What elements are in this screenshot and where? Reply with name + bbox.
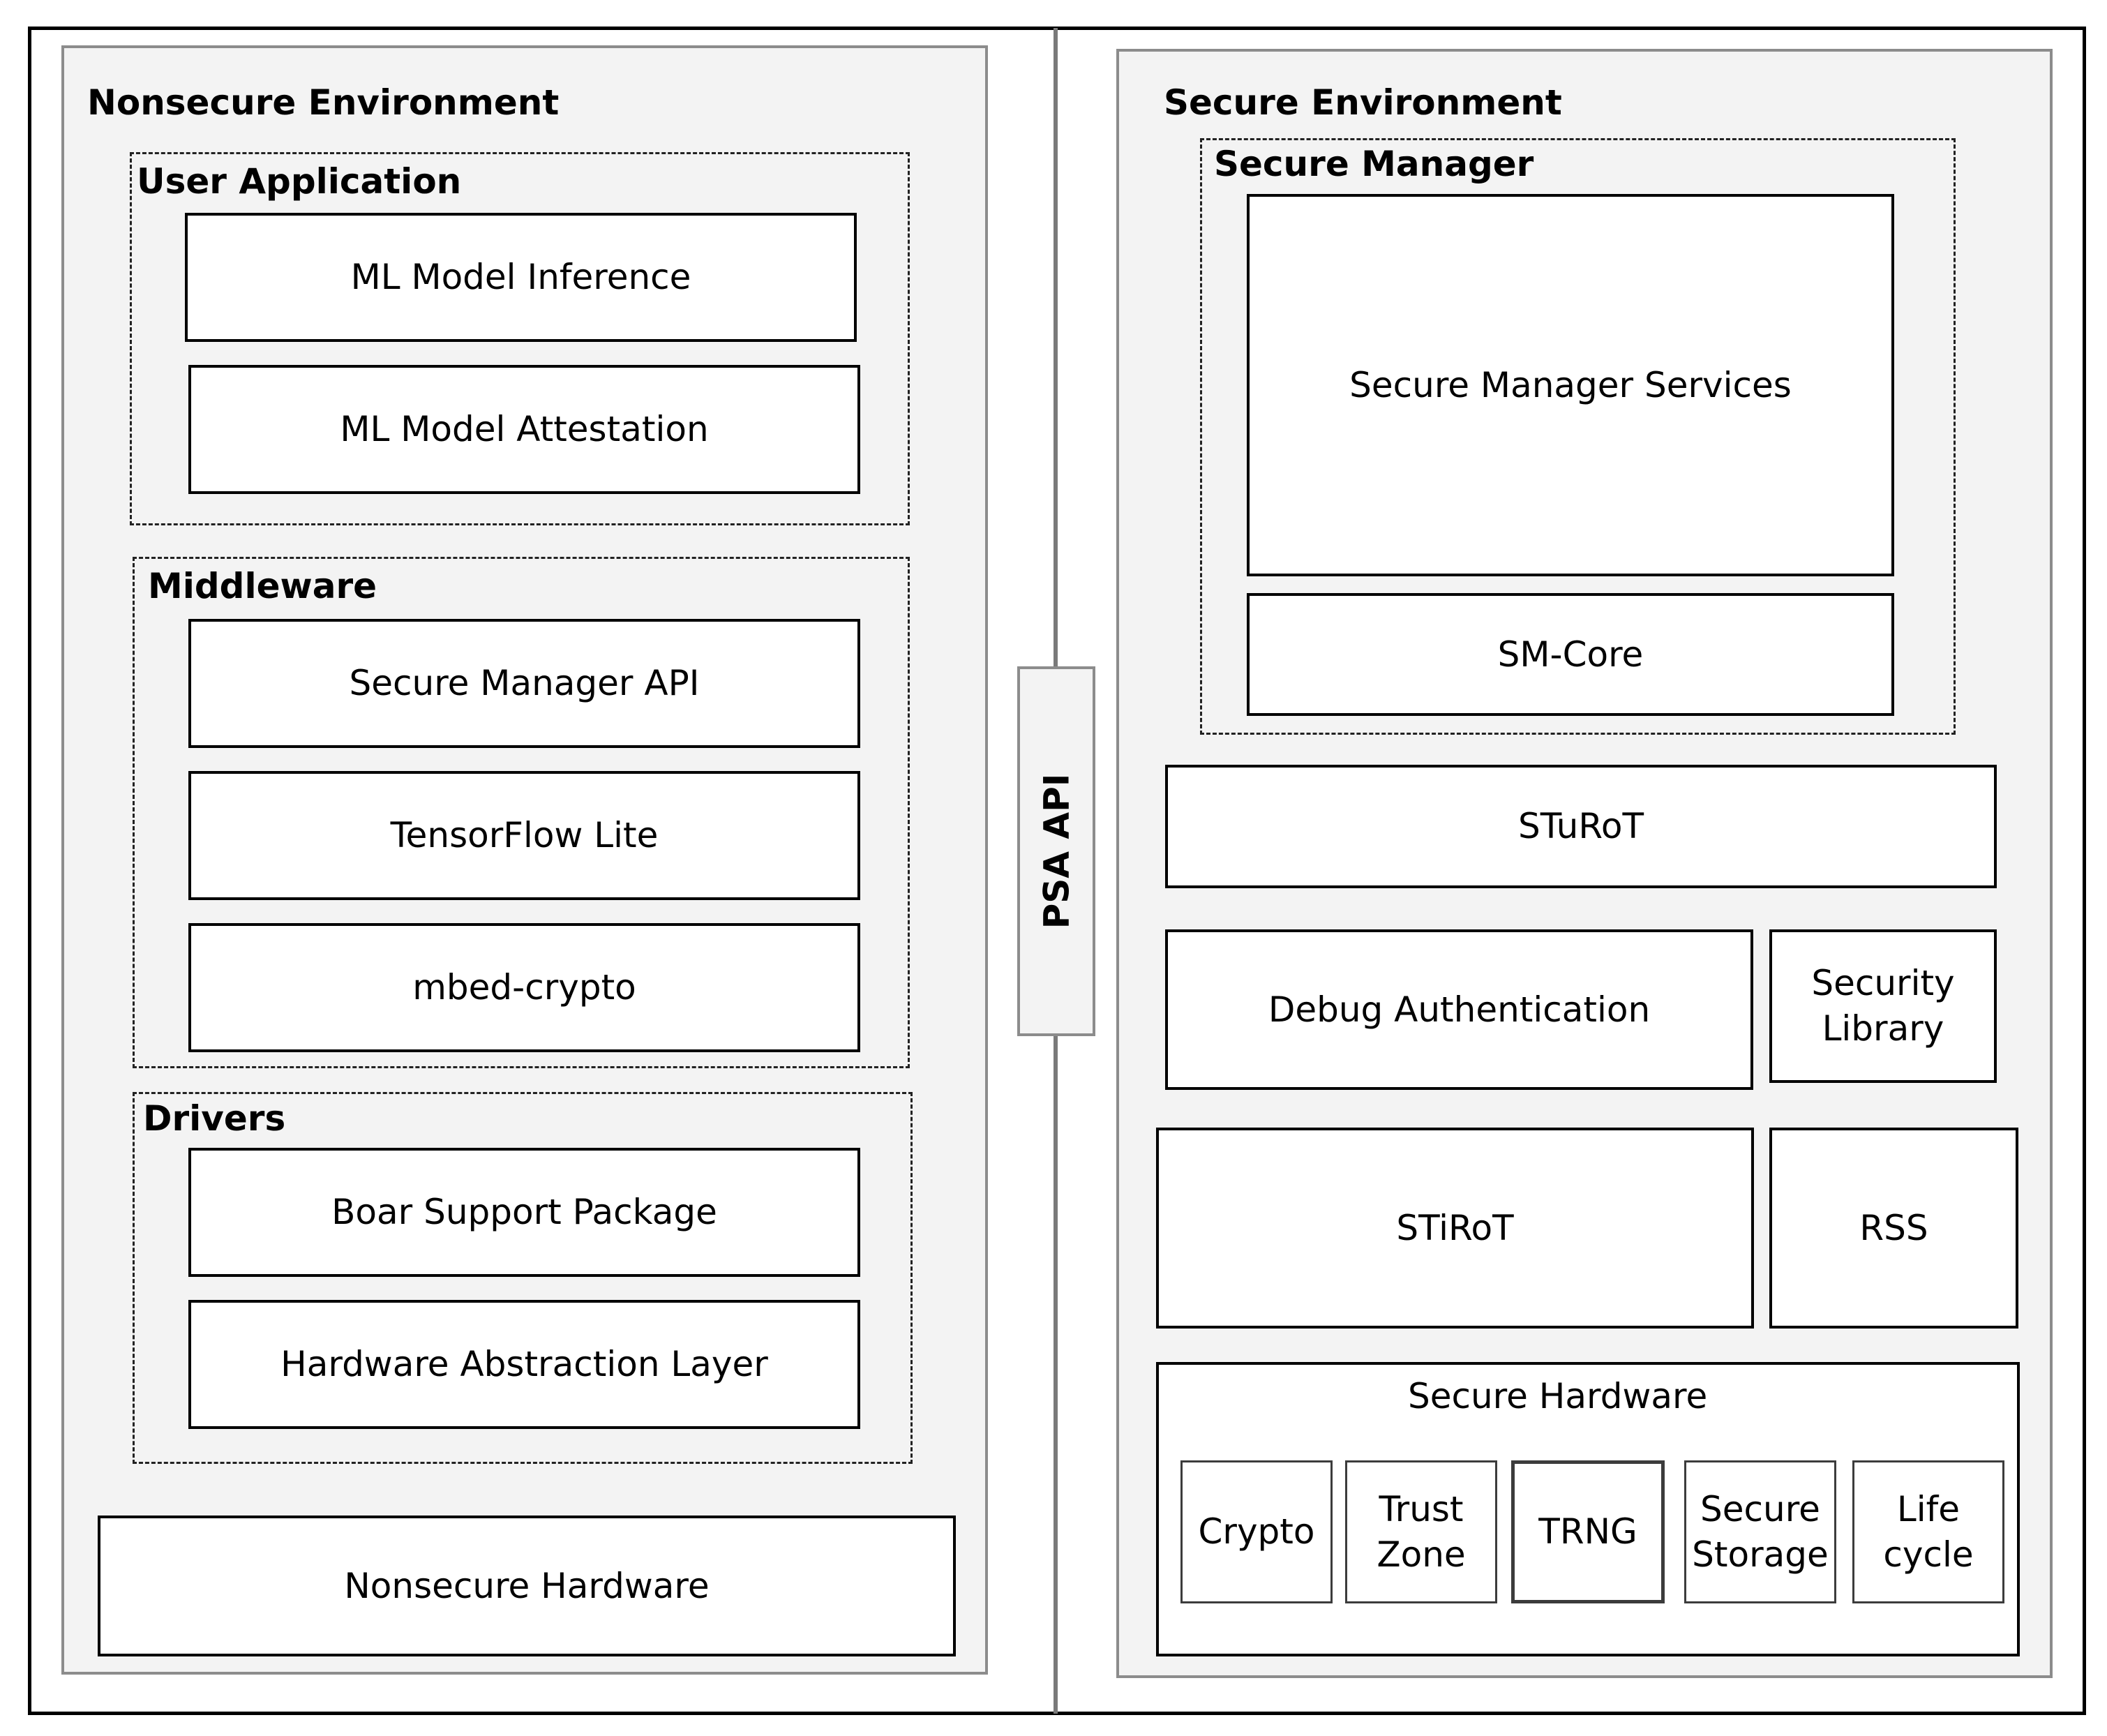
secure-hardware-title: Secure Hardware (1408, 1376, 1708, 1416)
rss-box: RSS (1769, 1128, 2018, 1329)
nonsecure-hardware-box: Nonsecure Hardware (98, 1516, 956, 1656)
stirot-box: STiRoT (1156, 1128, 1754, 1329)
trustzone-box: Trust Zone (1345, 1460, 1497, 1603)
drivers-group (133, 1092, 913, 1464)
secure-manager-title: Secure Manager (1214, 144, 1534, 184)
sm-core-box: SM-Core (1247, 593, 1894, 716)
ml-model-attestation-box: ML Model Attestation (188, 365, 860, 494)
crypto-box: Crypto (1180, 1460, 1333, 1603)
nonsecure-environment-title: Nonsecure Environment (87, 82, 560, 123)
secure-manager-api-box: Secure Manager API (188, 619, 860, 748)
security-library-box: Security Library (1769, 929, 1997, 1083)
trng-box: TRNG (1511, 1460, 1665, 1603)
board-support-package-box: Boar Support Package (188, 1148, 860, 1277)
psa-api-label: PSA API (1036, 773, 1077, 929)
hardware-abstraction-layer-box: Hardware Abstraction Layer (188, 1300, 860, 1429)
debug-authentication-box: Debug Authentication (1165, 929, 1753, 1090)
middleware-group (133, 557, 910, 1068)
mbed-crypto-box: mbed-crypto (188, 923, 860, 1052)
secure-environment-title: Secure Environment (1164, 82, 1562, 123)
lifecycle-box: Life cycle (1852, 1460, 2004, 1603)
user-application-title: User Application (137, 161, 462, 202)
user-application-group (130, 152, 910, 525)
ml-model-inference-box: ML Model Inference (185, 213, 857, 342)
secure-storage-box: Secure Storage (1684, 1460, 1836, 1603)
middleware-title: Middleware (148, 566, 377, 606)
secure-manager-group (1200, 138, 1956, 735)
psa-api-bar: PSA API (1017, 666, 1095, 1036)
drivers-title: Drivers (143, 1098, 286, 1139)
tensorflow-lite-box: TensorFlow Lite (188, 771, 860, 900)
secure-manager-services-box: Secure Manager Services (1247, 194, 1894, 576)
sturot-box: STuRoT (1165, 765, 1997, 888)
